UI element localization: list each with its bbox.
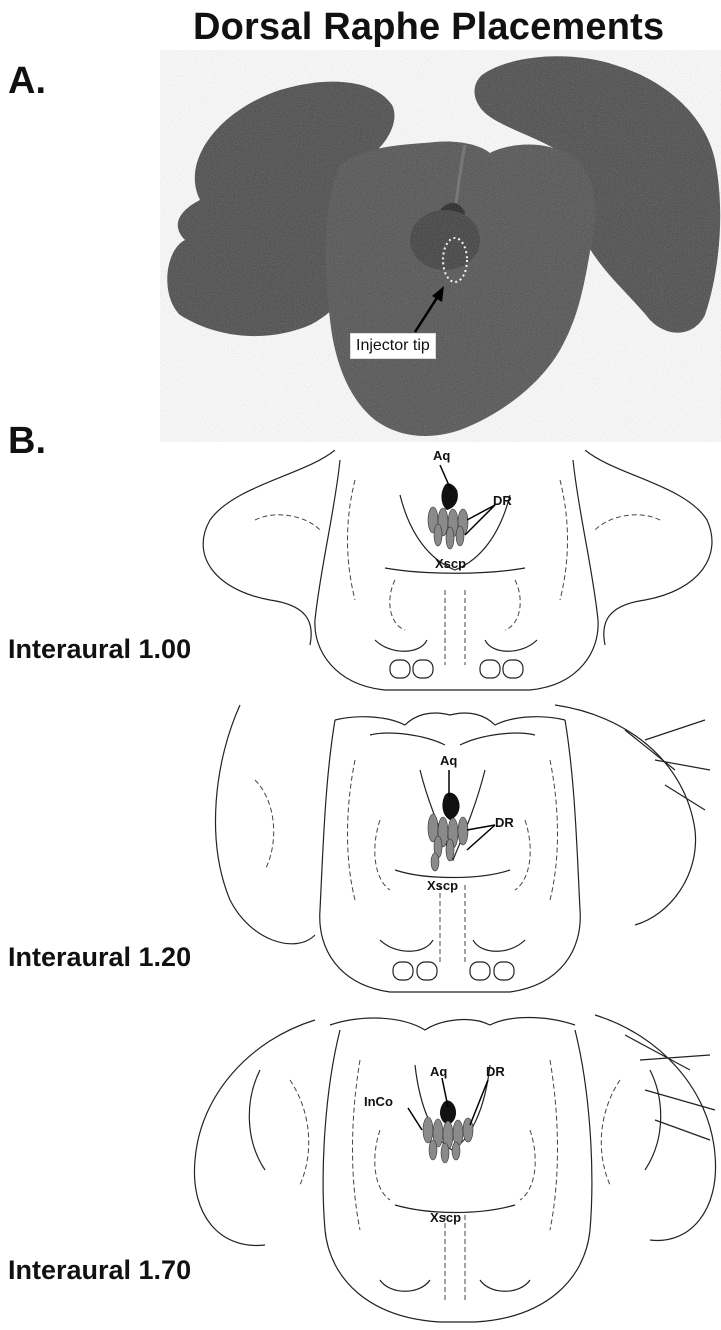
level-label-3: Interaural 1.70 [8, 1255, 191, 1286]
atlas-section-1: Aq DR Xscp [195, 450, 721, 695]
label-dr-2: DR [495, 815, 514, 830]
brain-section-photo [160, 50, 721, 442]
atlas-section-2-drawing: Aq DR Xscp [205, 700, 721, 995]
label-aq-2: Aq [440, 753, 457, 768]
label-xscp-2: Xscp [427, 878, 458, 893]
atlas-section-3: Aq DR InCo Xscp [190, 1000, 721, 1325]
label-aq-1: Aq [433, 450, 450, 463]
atlas-section-2: Aq DR Xscp [205, 700, 721, 995]
label-inco-3: InCo [364, 1094, 393, 1109]
panel-a-label: A. [8, 60, 46, 103]
label-dr-3: DR [486, 1064, 505, 1079]
atlas-section-1-drawing: Aq DR Xscp [195, 450, 721, 695]
atlas-section-3-drawing: Aq DR InCo Xscp [190, 1000, 721, 1325]
label-dr-1: DR [493, 493, 512, 508]
panel-b-label: B. [8, 420, 46, 463]
label-aq-3: Aq [430, 1064, 447, 1079]
label-xscp-3: Xscp [430, 1210, 461, 1225]
figure-title: Dorsal Raphe Placements [193, 6, 664, 49]
level-label-1: Interaural 1.00 [8, 634, 191, 665]
level-label-2: Interaural 1.20 [8, 942, 191, 973]
injector-tip-callout: Injector tip [350, 333, 436, 359]
label-xscp-1: Xscp [435, 556, 466, 571]
